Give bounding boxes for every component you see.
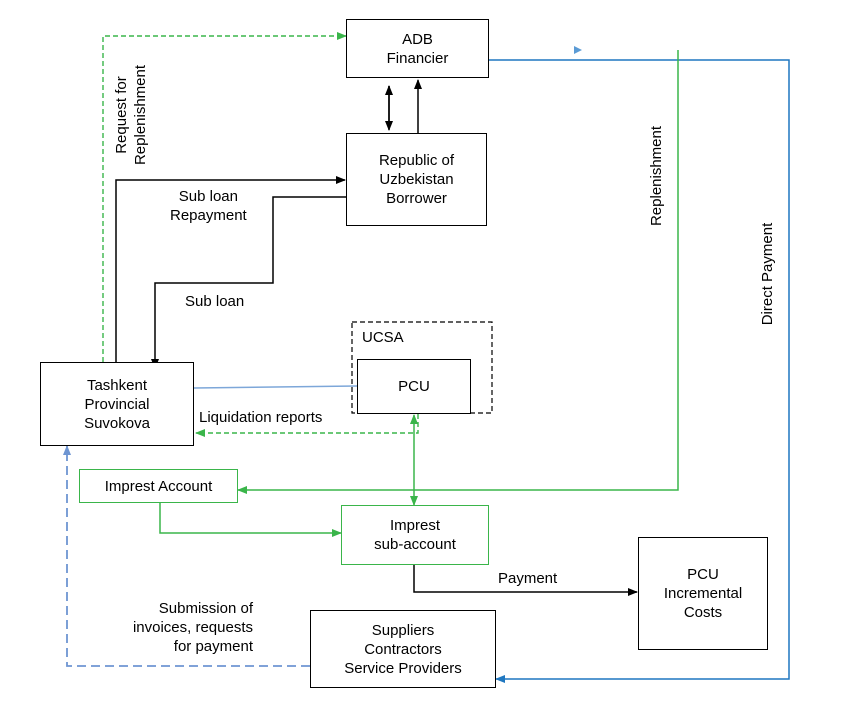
- submission-arrow: [63, 445, 310, 667]
- payment-label: Payment: [498, 570, 558, 587]
- sub-loan-label: Sub loan: [185, 293, 245, 310]
- pcu-incremental-costs-box: PCU Incremental Costs: [638, 537, 768, 650]
- sub-loan-repayment-label: Sub loan Repayment: [170, 188, 247, 224]
- request-replenishment-arrow: [102, 32, 347, 362]
- pcu-box: PCU: [357, 359, 471, 414]
- sub-loan-repayment-arrow: [115, 176, 346, 362]
- request-replenishment-label: Request for Replenishment: [113, 64, 149, 166]
- direct-payment-arrow: [489, 59, 790, 683]
- imprest-sub-account-box: Imprest sub-account: [341, 505, 489, 565]
- tashkent-pcu-link: [193, 385, 358, 389]
- imprest-account-box: Imprest Account: [79, 469, 238, 503]
- adb-financier-box: ADB Financier: [346, 19, 489, 78]
- tashkent-box: Tashkent Provincial Suvokova: [40, 362, 194, 446]
- submission-label: Submission of invoices, requests for pay…: [132, 600, 253, 655]
- pcu-label: PCU: [398, 378, 430, 395]
- suppliers-box: Suppliers Contractors Service Providers: [310, 610, 496, 688]
- liquidation-reports-label: Liquidation reports: [199, 409, 323, 426]
- sub-loan-arrow: [151, 196, 346, 369]
- suppliers-label: Suppliers Contractors Service Providers: [344, 621, 462, 677]
- account-to-subaccount-arrow: [159, 503, 342, 537]
- liquidation-reports-arrow: [195, 414, 419, 437]
- payment-arrow: [413, 565, 638, 596]
- adb-financier-label: ADB Financier: [386, 30, 449, 67]
- republic-borrower-label: Republic of Uzbekistan Borrower: [378, 152, 455, 207]
- imprest-account-label: Imprest Account: [104, 477, 213, 495]
- pcu-incremental-costs-label: PCU Incremental Costs: [663, 566, 743, 621]
- direct-payment-label: Direct Payment: [759, 222, 776, 326]
- replenishment-label: Replenishment: [648, 125, 665, 227]
- republic-borrower-box: Republic of Uzbekistan Borrower: [346, 133, 487, 226]
- direct-payment-small-arrowhead: [574, 46, 582, 54]
- replenishment-arrow: [237, 50, 679, 494]
- ucsa-label: UCSA: [362, 329, 404, 346]
- imprest-sub-account-label: Imprest sub-account: [374, 517, 456, 553]
- tashkent-label: Tashkent Provincial Suvokova: [84, 376, 150, 432]
